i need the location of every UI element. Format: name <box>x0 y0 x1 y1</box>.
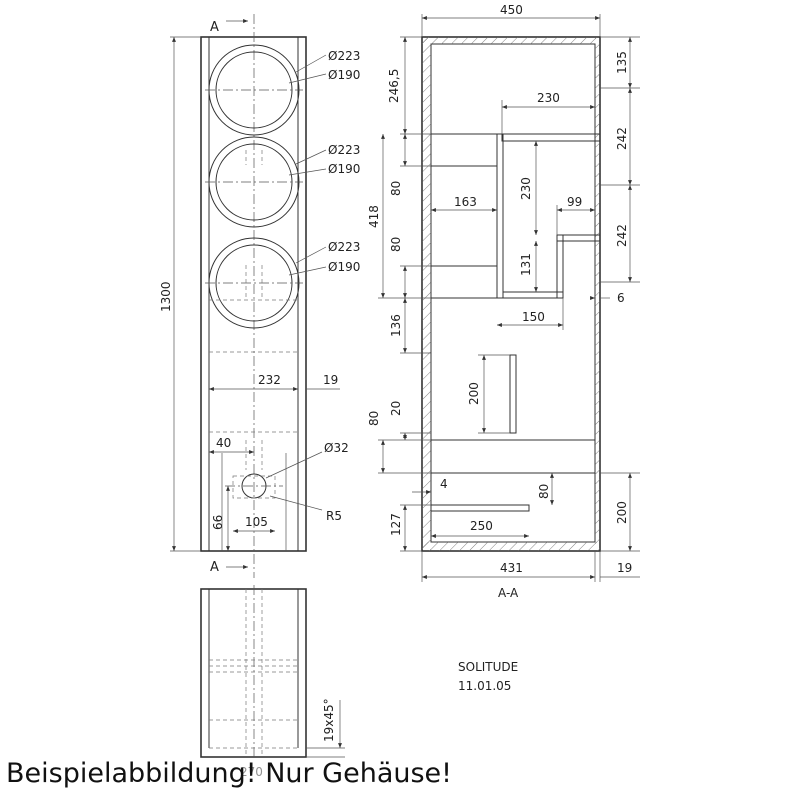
section-outline <box>421 36 601 552</box>
dim-gap-4: 4 <box>440 477 448 491</box>
dim-right-242a: 242 <box>615 127 629 150</box>
dim-d1-outer: Ø223 <box>328 49 360 63</box>
front-panel-outline <box>200 36 307 552</box>
dim-block-80a: 80 <box>389 181 403 196</box>
dim-d2-outer: Ø223 <box>328 143 360 157</box>
shelf-top <box>501 133 596 142</box>
dim-left-80: 80 <box>367 411 381 426</box>
dim-block-80b: 80 <box>389 237 403 252</box>
section-view: 450 246,5 230 135 242 242 418 80 80 <box>367 3 640 600</box>
section-mark-top: A <box>210 20 219 35</box>
dim-right-200: 200 <box>615 501 629 524</box>
dim-inner-431: 431 <box>500 561 523 575</box>
dim-port-width: 105 <box>245 515 268 529</box>
dim-chamber-150: 150 <box>522 310 545 324</box>
block-upper <box>430 133 498 167</box>
dim-step-w: 99 <box>567 195 582 209</box>
dim-shelf-depth: 230 <box>537 91 560 105</box>
shelf-bottom <box>430 504 530 512</box>
dim-chamfer: 19x45° <box>322 698 336 742</box>
caption: Beispielabbildung! Nur Gehäuse! <box>6 758 452 789</box>
dim-d1-inner: Ø190 <box>328 68 360 82</box>
dim-d2-inner: Ø190 <box>328 162 360 176</box>
section-label: A-A <box>498 586 519 600</box>
dim-shelf-250: 250 <box>470 519 493 533</box>
dim-left-20: 20 <box>389 401 403 416</box>
top-view: 19x45° 270 <box>200 585 345 779</box>
dim-top-height: 246,5 <box>387 69 401 103</box>
dim-overall-depth: 450 <box>500 3 523 17</box>
section-mark-bottom: A <box>210 560 219 575</box>
panel-vertical <box>509 354 517 434</box>
dim-port-height: 66 <box>211 515 225 530</box>
front-view: A A 1300 Ø223 Ø190 Ø223 Ø190 Ø223 Ø190 2… <box>159 14 360 578</box>
dim-left-127: 127 <box>389 513 403 536</box>
dim-inner-width: 232 <box>258 373 281 387</box>
dim-d3-inner: Ø190 <box>328 260 360 274</box>
dim-wall-19: 19 <box>617 561 632 575</box>
dim-port-offset: 40 <box>216 436 231 450</box>
dim-port-radius: R5 <box>326 509 342 523</box>
dim-right-242b: 242 <box>615 224 629 247</box>
drawing-title: SOLITUDE <box>458 660 518 674</box>
dim-block-w: 163 <box>454 195 477 209</box>
dim-wall-6: 6 <box>617 291 625 305</box>
dim-right-135: 135 <box>615 51 629 74</box>
dim-wall: 19 <box>323 373 338 387</box>
dim-port-dia: Ø32 <box>324 441 349 455</box>
dim-gap-136: 136 <box>389 314 403 337</box>
dim-chamber-h: 230 <box>519 177 533 200</box>
top-view-outline <box>200 588 307 758</box>
dim-d3-outer: Ø223 <box>328 240 360 254</box>
block-bottom <box>430 439 596 474</box>
dim-panel-200: 200 <box>467 382 481 405</box>
dim-left-418: 418 <box>367 205 381 228</box>
drawing-date: 11.01.05 <box>458 679 511 693</box>
dim-shelf-80: 80 <box>537 484 551 499</box>
dim-chamber-131: 131 <box>519 253 533 276</box>
dim-top-width: 270 <box>240 765 263 779</box>
dim-height: 1300 <box>159 281 173 312</box>
block-lower <box>430 265 498 299</box>
